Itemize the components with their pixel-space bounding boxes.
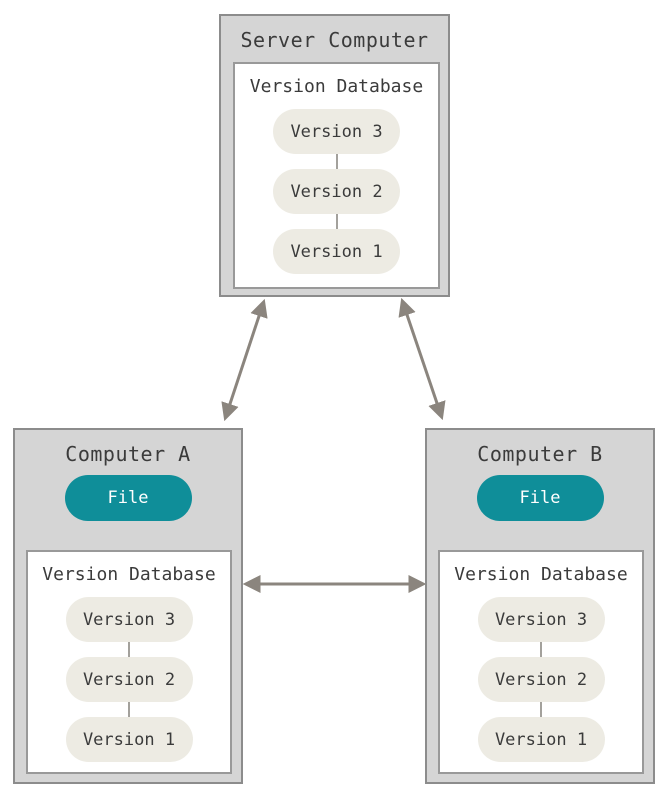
version-connector-line [335, 154, 338, 169]
version-pill: Version 2 [477, 657, 605, 702]
computer-a-version-database-panel: Version Database Version 3 Version 2 Ver… [26, 550, 232, 774]
version-connector-line [540, 642, 542, 657]
computer-a-title: Computer A [65, 442, 191, 466]
file-pill: File [476, 475, 604, 521]
version-pill: Version 1 [477, 717, 605, 762]
arrow-server-to-computer-a [221, 298, 268, 422]
version-pill: Version 1 [65, 717, 193, 762]
arrow-server-to-computer-b [398, 297, 446, 421]
computer-a-box: Computer A File Version Database Version… [13, 428, 243, 784]
file-pill: File [64, 475, 192, 521]
version-database-label: Version Database [42, 564, 216, 585]
server-version-database-panel: Version Database Version 3 Version 2 Ver… [233, 62, 440, 289]
version-connector-line [128, 702, 130, 717]
version-connector-line [540, 702, 542, 717]
computer-b-title: Computer B [477, 442, 603, 466]
server-computer-box: Server Computer Version Database Version… [219, 14, 450, 297]
server-computer-title: Server Computer [240, 28, 429, 52]
version-pill: Version 2 [65, 657, 193, 702]
version-pill: Version 1 [273, 229, 400, 274]
version-pill: Version 3 [65, 597, 193, 642]
version-pill: Version 3 [273, 109, 400, 154]
version-database-label: Version Database [454, 564, 628, 585]
version-connector-line [335, 214, 338, 229]
version-connector-line [128, 642, 130, 657]
computer-b-version-database-panel: Version Database Version 3 Version 2 Ver… [438, 550, 644, 774]
computer-b-box: Computer B File Version Database Version… [425, 428, 655, 784]
version-pill: Version 2 [273, 169, 400, 214]
version-pill: Version 3 [477, 597, 605, 642]
version-database-label: Version Database [249, 76, 424, 97]
